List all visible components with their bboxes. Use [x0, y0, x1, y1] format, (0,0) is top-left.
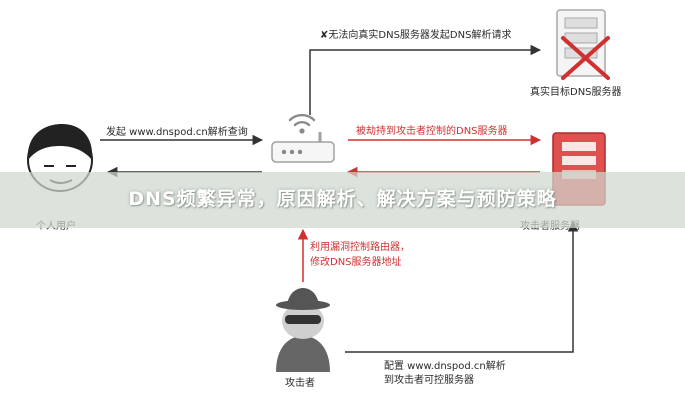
- fail-mark-label: ✘无法向真实DNS服务器发起DNS解析请求: [320, 29, 511, 42]
- router-icon: [271, 132, 335, 163]
- config-line1-label: 配置 www.dnspod.cn解析: [384, 361, 506, 372]
- wifi-icon: [288, 113, 316, 134]
- config-line2-label: 到攻击者可控服务器: [384, 375, 474, 386]
- attacker-spy-icon: [276, 288, 330, 372]
- title-banner: [0, 172, 685, 228]
- attacker-label: 攻击者: [285, 378, 315, 389]
- top-request-text: 无法向真实DNS服务器发起DNS解析请求: [328, 30, 512, 41]
- user-request-label: 发起 www.dnspod.cn解析查询: [106, 127, 248, 138]
- real-server-label: 真实目标DNS服务器: [530, 87, 622, 98]
- fail-mark: ✘: [320, 30, 329, 41]
- banner-title: DNS频繁异常，原因解析、解决方案与预防策略: [128, 188, 557, 210]
- real-server-icon: [556, 9, 606, 77]
- exploit-line2-label: 修改DNS服务器地址: [310, 257, 402, 268]
- hijacked-label: 被劫持到攻击者控制的DNS服务器: [356, 126, 508, 137]
- exploit-line1-label: 利用漏洞控制路由器，: [310, 242, 410, 253]
- blocked-x-icon: [561, 36, 610, 80]
